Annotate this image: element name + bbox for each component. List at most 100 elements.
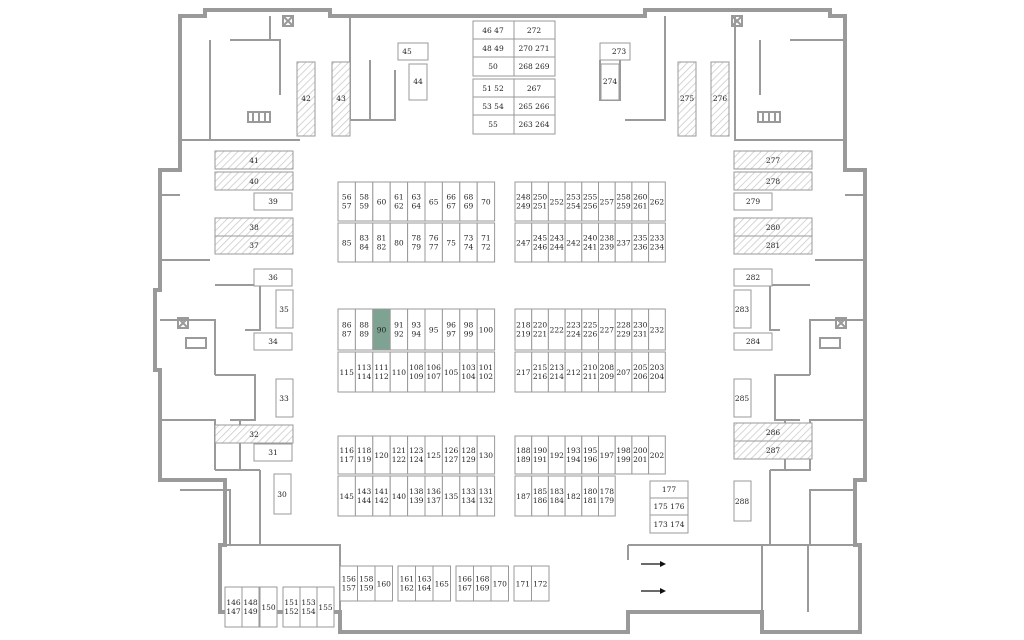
parking-spot[interactable]: 192 [547,435,566,475]
parking-spot[interactable]: 172 [531,565,550,602]
parking-spot-box[interactable] [476,435,496,475]
parking-spot-box[interactable] [490,565,509,602]
parking-spot-box[interactable] [476,351,496,393]
parking-spot-box[interactable] [374,565,393,602]
parking-spot[interactable]: 90 [372,308,391,351]
parking-spot[interactable]: 217 [514,351,533,393]
parking-spot[interactable]: 182 [564,475,583,517]
parking-spot[interactable]: 120 [372,435,391,475]
parking-spot-box[interactable] [432,565,451,602]
parking-spot-box[interactable] [648,222,666,263]
parking-spot[interactable]: 125 [424,435,443,475]
parking-spot[interactable]: 257 [598,181,616,222]
parking-spot[interactable]: 60 [372,181,391,222]
parking-spot-box[interactable] [241,586,260,628]
parking-spot[interactable]: 150 [259,586,278,628]
parking-spot[interactable]: 232 [648,308,666,351]
parking-spot-box[interactable] [476,475,496,517]
parking-spot[interactable]: 262 [648,181,666,222]
parking-spot[interactable]: 115 [337,351,356,393]
parking-spot-box[interactable] [531,565,550,602]
parking-spot[interactable]: 252 [547,181,566,222]
parking-spot[interactable]: 110 [389,351,409,393]
parking-spot[interactable]: 160 [374,565,393,602]
parking-spot[interactable]: 207 [614,351,633,393]
parking-spot-box[interactable] [598,475,616,517]
parking-spot[interactable]: 202 [648,435,666,475]
parking-spot[interactable]: 135 [441,475,461,517]
parking-spot[interactable]: 242 [564,222,583,263]
parking-spot-box[interactable] [316,586,335,628]
parking-spot[interactable]: 85 [337,222,356,263]
parking-spot[interactable]: 197 [598,435,616,475]
parking-spot-box[interactable] [648,351,666,393]
parking-spot[interactable]: 75 [441,222,461,263]
parking-spot[interactable]: 95 [424,308,443,351]
parking-spot-box[interactable] [648,181,666,222]
parking-spot[interactable]: 65 [424,181,443,222]
parking-spot-box[interactable] [476,308,496,351]
parking-spot-box[interactable] [648,435,666,475]
parking-spot[interactable]: 165 [432,565,451,602]
